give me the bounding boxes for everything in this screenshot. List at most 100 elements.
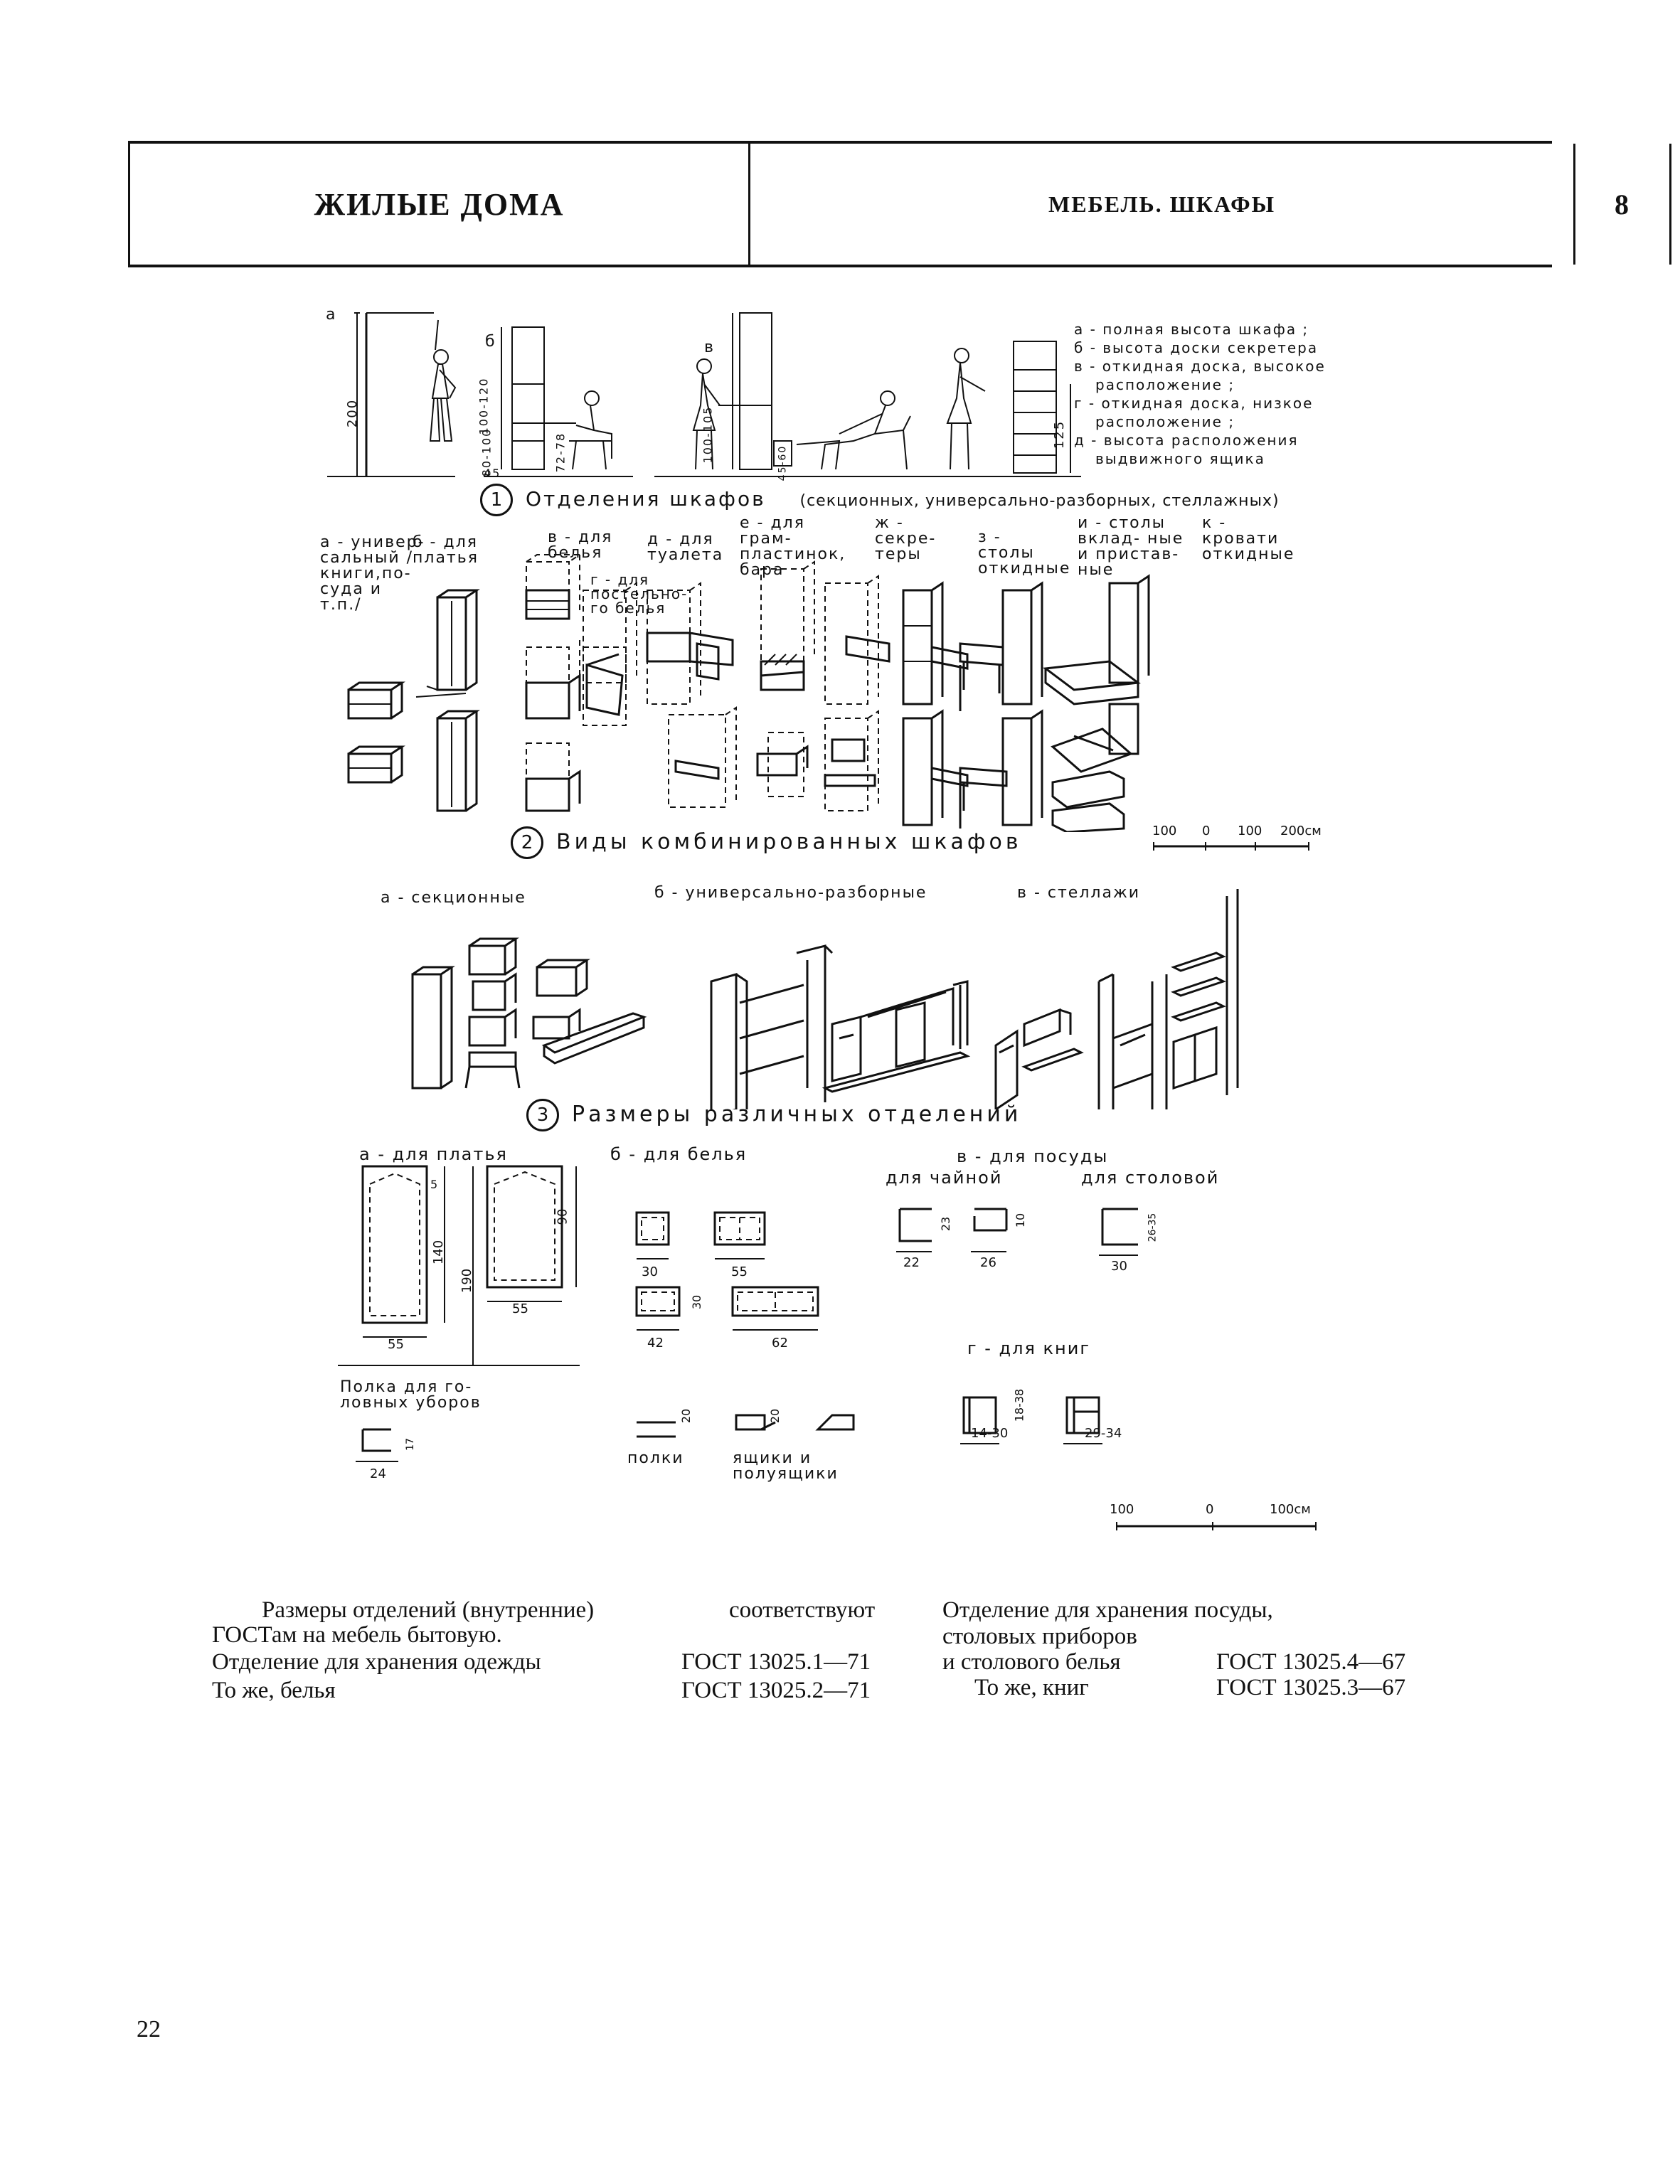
- type-label-universal: б - универсально-разборные: [654, 884, 927, 902]
- section-title: ЖИЛЫЕ ДОМА: [314, 186, 565, 222]
- dim-g18-38: 18-38: [1012, 1388, 1026, 1422]
- dim-90: 90: [555, 1208, 570, 1225]
- dim-v30: 30: [1111, 1259, 1127, 1274]
- fig1-subtitle: (секционных, универсально-разборных, сте…: [799, 492, 1280, 510]
- footnote-row-label: Отделение для хранения одежды: [212, 1649, 541, 1675]
- dim-hat17: 17: [404, 1438, 416, 1451]
- fig4-scale: 100 0 100см: [1110, 1502, 1337, 1538]
- dim-140: 140: [431, 1240, 447, 1265]
- footnote-row-label: То же, белья: [212, 1678, 336, 1703]
- fig1-dim-v: 100-105: [701, 405, 715, 464]
- combined-cabinets-drawing: [347, 554, 1150, 833]
- dim-hat24: 24: [370, 1466, 386, 1481]
- fig1-letter-v: в: [704, 339, 715, 356]
- size-label-clothes: а - для платья: [359, 1144, 508, 1164]
- dim-b62: 62: [772, 1336, 788, 1351]
- cabinet-types-drawing: [411, 889, 1239, 1118]
- dim-v23: 23: [939, 1216, 953, 1232]
- dim-55b: 55: [512, 1301, 528, 1316]
- size-label-shelves: полки: [627, 1449, 684, 1467]
- legend-line: г - откидная доска, низкое: [1074, 395, 1314, 412]
- size-label-drawers: ящики и полуящики: [733, 1449, 839, 1483]
- dim-b30v: 30: [690, 1294, 704, 1310]
- fig2-label-a: а - универ- сальный /книги,по- суда и т.…: [320, 533, 425, 614]
- fig4-scale-100a: 100: [1110, 1502, 1134, 1517]
- compartment-sizes-drawing: [338, 1165, 1138, 1462]
- dim-b55: 55: [731, 1264, 748, 1279]
- footnote-row-code: ГОСТ 13025.3—67: [1216, 1675, 1406, 1700]
- fig2-scale-0: 0: [1202, 824, 1211, 838]
- fig1-title: Отделения шкафов: [526, 487, 766, 511]
- size-label-hat-shelf: Полка для го- ловных уборов: [340, 1378, 482, 1412]
- dim-55a: 55: [388, 1337, 404, 1352]
- fig2-label-g: г - для постельно- го белья: [590, 571, 689, 617]
- fig1-legend: а - полная высота шкафа ; б - высота дос…: [1074, 320, 1326, 468]
- page-number: 22: [137, 2016, 161, 2042]
- footnote-row-code: ГОСТ 13025.2—71: [681, 1678, 871, 1703]
- fig2-label-i: и - столы вклад- ные и пристав- ные: [1078, 514, 1184, 579]
- size-label-dishes: в - для посуды: [957, 1146, 1109, 1166]
- fig3-title: Размеры различных отделений: [572, 1102, 1022, 1127]
- fig2-scale: 100 0 100 200см: [1152, 824, 1323, 859]
- fig2-label-z: з - столы откидные: [978, 528, 1071, 577]
- dim-b20a: 20: [679, 1408, 693, 1424]
- footnote-row-code: ГОСТ 13025.1—71: [681, 1649, 871, 1675]
- footnote-right-line: Отделение для хранения посуды,: [942, 1597, 1273, 1623]
- type-label-sectional: а - секционные: [381, 889, 526, 907]
- sheet-number: 8: [1615, 188, 1630, 220]
- fig1-dim-b4: 72-78: [553, 432, 568, 473]
- legend-line: расположение ;: [1095, 376, 1235, 393]
- size-label-books: г - для книг: [967, 1338, 1090, 1358]
- fig2-scale-200: 200см: [1280, 824, 1322, 838]
- fig2-label-e: е - для грам- пластинок, бара: [740, 514, 846, 579]
- heights-diagram: [327, 312, 1081, 477]
- fig2-label-d: д - для туалета: [647, 531, 724, 564]
- fig2-label-k: к - кровати откидные: [1202, 514, 1295, 563]
- size-label-dining: для столовой: [1081, 1168, 1220, 1188]
- fig2-title: Виды комбинированных шкафов: [556, 829, 1022, 855]
- fig1-dim-a: 200: [345, 398, 361, 428]
- fig4-scale-100b: 100см: [1270, 1502, 1311, 1517]
- dim-5: 5: [430, 1178, 438, 1191]
- footnote-right-line: столовых приборов: [942, 1624, 1137, 1649]
- topic-title: МЕБЕЛЬ. ШКАФЫ: [1048, 191, 1275, 217]
- legend-line: расположение ;: [1095, 413, 1235, 430]
- dim-v10: 10: [1014, 1213, 1028, 1228]
- type-label-shelving: в - стеллажи: [1017, 884, 1141, 902]
- fig1-letter-a: а: [326, 306, 337, 324]
- footnote-row-label: То же, книг: [974, 1675, 1089, 1700]
- footnote-intro-left: Размеры отделений (внутренние): [262, 1597, 595, 1623]
- fig1-dim-b1: 100-120: [477, 377, 491, 435]
- fig4-scale-bar: [1116, 1522, 1317, 1530]
- dim-b42: 42: [647, 1336, 664, 1351]
- legend-line: выдвижного ящика: [1095, 450, 1265, 467]
- fig2-number: 2: [511, 826, 543, 859]
- legend-line: в - откидная доска, высокое: [1074, 358, 1326, 375]
- sheet-number-cell: 8: [1575, 144, 1671, 265]
- fig2-label-b: б - для платья: [413, 533, 479, 567]
- dim-g29-34: 29-34: [1085, 1426, 1122, 1441]
- dim-v26: 26: [980, 1255, 996, 1270]
- footnote-row-label: и столового белья: [942, 1649, 1121, 1675]
- figure-1-drawing: [313, 299, 1081, 491]
- fig2-scale-100a: 100: [1152, 824, 1177, 838]
- legend-line: б - высота доски секретера: [1074, 339, 1319, 356]
- figure-4-drawing: [334, 1159, 1302, 1501]
- legend-line: а - полная высота шкафа ;: [1074, 321, 1309, 338]
- fig2-scale-bar: [1153, 842, 1309, 851]
- fig2-label-v: в - для белья: [548, 528, 613, 562]
- fig1-letter-b: б: [485, 333, 496, 351]
- dim-b30: 30: [642, 1264, 658, 1279]
- topic-title-cell: МЕБЕЛЬ. ШКАФЫ: [750, 144, 1575, 265]
- section-title-cell: ЖИЛЫЕ ДОМА: [128, 144, 750, 265]
- figure-3-drawing: [398, 875, 1252, 1118]
- footnote-intro-right: соответствуют: [729, 1597, 876, 1623]
- dim-b20b: 20: [768, 1408, 782, 1424]
- figure-2-drawing: [334, 540, 1344, 833]
- page-header: ЖИЛЫЕ ДОМА МЕБЕЛЬ. ШКАФЫ 8: [128, 141, 1671, 267]
- fig2-caption: 2 Виды комбинированных шкафов: [511, 826, 1022, 859]
- size-label-linen: б - для белья: [610, 1144, 748, 1164]
- fig1-dim-g: 45-60: [777, 444, 789, 481]
